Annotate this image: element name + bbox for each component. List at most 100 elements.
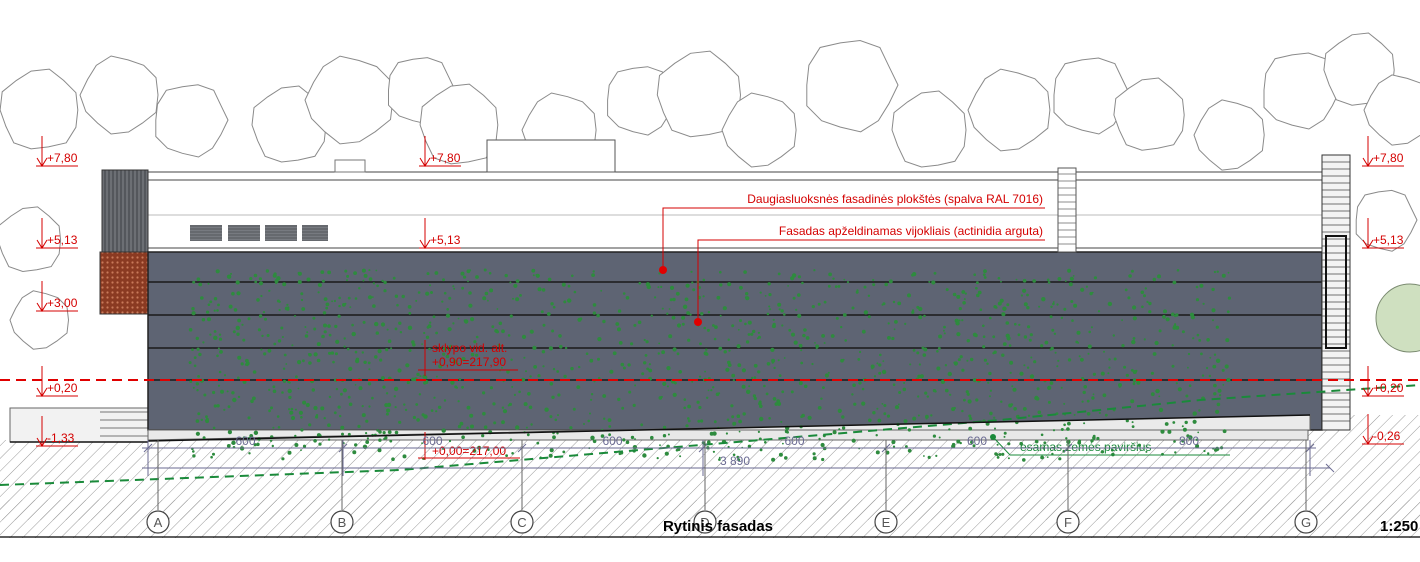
vine-leaf [802, 333, 806, 338]
vine-leaf [294, 315, 296, 317]
vine-leaf [383, 280, 387, 285]
vine-leaf [903, 419, 908, 424]
vine-leaf [355, 357, 360, 361]
vine-leaf [801, 281, 804, 285]
vine-leaf [216, 309, 219, 312]
vine-leaf [685, 283, 690, 288]
vine-leaf [881, 403, 884, 405]
vine-leaf [956, 332, 961, 337]
ground-surface-note: esamas žemės paviršius [990, 434, 1230, 456]
vine-leaf [223, 374, 227, 377]
vine-leaf [883, 404, 887, 407]
vine-leaf [882, 360, 885, 362]
vine-leaf [256, 442, 260, 447]
vine-leaf [909, 363, 912, 366]
vine-leaf [944, 364, 948, 367]
vine-leaf [1076, 330, 1081, 335]
vine-leaf [394, 327, 398, 331]
vine-leaf [905, 445, 908, 448]
vine-leaf [328, 333, 332, 337]
vine-leaf [216, 354, 219, 358]
vine-leaf [393, 395, 396, 398]
vine-leaf [1131, 421, 1134, 424]
vine-leaf [1090, 326, 1093, 329]
vine-leaf [282, 282, 287, 287]
vine-leaf [1029, 374, 1035, 379]
vine-leaf [628, 390, 632, 394]
vine-leaf [1181, 439, 1185, 443]
vine-leaf [267, 348, 272, 353]
vine-leaf [747, 333, 751, 336]
tree-crown [9, 290, 70, 350]
roof-vent [334, 159, 366, 173]
vine-leaf [820, 442, 825, 448]
vine-leaf [728, 349, 731, 352]
vine-leaf [1043, 441, 1047, 445]
vine-leaf [1080, 357, 1084, 362]
vine-leaf [406, 380, 410, 385]
vine-leaf [197, 412, 201, 416]
vine-leaf [731, 373, 736, 378]
vine-leaf [203, 393, 207, 397]
vine-leaf [1083, 422, 1086, 425]
vine-leaf [354, 297, 358, 300]
vine-leaf [258, 277, 262, 281]
vine-leaf [705, 348, 708, 351]
vine-leaf [354, 384, 357, 386]
vine-leaf [1175, 325, 1180, 330]
vine-leaf [457, 424, 462, 429]
vine-leaf [207, 317, 211, 322]
vine-leaf [567, 298, 572, 303]
vine-leaf [226, 390, 229, 393]
vine-leaf [217, 303, 220, 307]
vine-leaf [561, 282, 566, 287]
vine-leaf [846, 281, 850, 284]
vine-leaf [1027, 414, 1031, 417]
vine-leaf [713, 420, 717, 424]
vine-leaf [679, 455, 682, 458]
vine-leaf [216, 404, 220, 408]
vine-leaf [1196, 333, 1200, 337]
vine-leaf [327, 270, 331, 275]
vine-leaf [815, 347, 818, 350]
vine-leaf [466, 405, 471, 410]
vine-leaf [1030, 356, 1033, 359]
vine-leaf [382, 385, 386, 389]
vine-leaf [394, 406, 397, 409]
vine-leaf [212, 452, 215, 456]
vine-leaf [732, 453, 736, 457]
vine-leaf [842, 313, 847, 317]
vine-leaf [731, 324, 735, 328]
vine-leaf [213, 330, 217, 333]
vine-leaf [843, 278, 846, 281]
roof-box [486, 139, 616, 173]
vine-leaf [630, 342, 634, 346]
vine-leaf [1215, 325, 1219, 329]
vine-leaf [515, 425, 520, 430]
vine-leaf [515, 279, 520, 283]
vine-leaf [813, 269, 816, 272]
vine-leaf [235, 325, 240, 331]
vine-leaf [287, 388, 292, 394]
vine-leaf [982, 273, 986, 277]
vine-leaf [1018, 323, 1021, 326]
vine-leaf [563, 300, 567, 304]
vine-leaf [338, 296, 341, 300]
vine-leaf [1157, 274, 1161, 279]
vine-leaf [696, 400, 700, 404]
vine-leaf [592, 303, 597, 307]
vine-leaf [408, 311, 412, 315]
vine-leaf [876, 362, 879, 365]
vine-leaf [506, 370, 510, 374]
vine-leaf [300, 449, 302, 451]
vine-leaf [527, 392, 531, 396]
vine-leaf [315, 414, 319, 417]
vine-leaf [461, 286, 464, 290]
vine-leaf [542, 323, 546, 327]
vine-leaf [1056, 365, 1059, 368]
vine-leaf [830, 334, 835, 338]
vine-leaf [213, 404, 217, 408]
vine-leaf [662, 381, 667, 386]
vine-leaf [1002, 342, 1007, 346]
vine-leaf [989, 316, 992, 320]
